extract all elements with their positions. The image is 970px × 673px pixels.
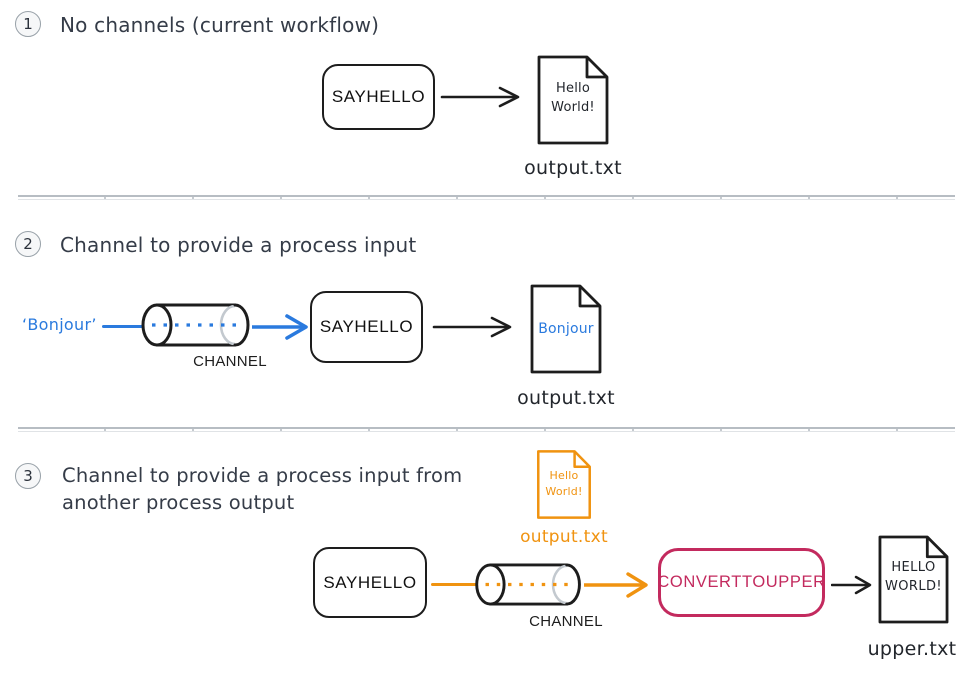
doc-line: Hello (556, 81, 590, 96)
step2-output-doc-icon: Bonjour (529, 283, 603, 375)
section-divider (18, 427, 955, 432)
step3-badge: 3 (15, 463, 41, 489)
step3-converttoupper-process: CONVERTTOUPPER (657, 548, 826, 617)
step3-intermediate-doc-icon: Hello World! (536, 449, 592, 520)
step1-arrow-icon (440, 86, 520, 108)
step3-output-doc-icon: HELLO WORLD! (877, 534, 950, 625)
process-label: SAYHELLO (331, 87, 426, 106)
step2-output-doc-label: output.txt (517, 387, 615, 409)
step3-sayhello-process: SAYHELLO (313, 547, 427, 618)
step3-channel-cylinder (475, 563, 581, 606)
step3-output-doc-label: upper.txt (867, 638, 957, 660)
doc-line: Hello (549, 469, 579, 482)
step2-sayhello-process: SAYHELLO (310, 291, 423, 363)
process-label: CONVERTTOUPPER (657, 573, 826, 591)
step1-output-doc-icon: Hello World! (536, 54, 610, 146)
step2-input-literal: ‘Bonjour’ (22, 315, 97, 334)
step3-orange-arrow-icon (584, 572, 648, 598)
step2-blue-arrow-icon (252, 314, 308, 340)
doc-line: World! (545, 484, 583, 498)
step2-title: Channel to provide a process input (60, 233, 417, 257)
section-divider (18, 195, 955, 200)
step3-title-line1: Channel to provide a process input from (62, 464, 463, 487)
step2-channel-cylinder (141, 303, 250, 347)
step2-input-line (102, 325, 164, 329)
step1-output-doc-label: output.txt (524, 157, 622, 179)
doc-line: Bonjour (538, 321, 594, 337)
step3-arrow-icon (831, 575, 872, 595)
step1-title: No channels (current workflow) (60, 13, 380, 37)
doc-line: World! (551, 99, 595, 115)
step1-sayhello-process: SAYHELLO (322, 64, 435, 130)
process-label: SAYHELLO (323, 572, 417, 592)
step3-channel-label: CHANNEL (529, 613, 603, 630)
step3-intermediate-doc-label: output.txt (520, 527, 608, 547)
process-label: SAYHELLO (319, 317, 414, 336)
step1-badge: 1 (15, 11, 41, 37)
step3-title-line2: another process output (62, 491, 295, 514)
step2-arrow-icon (432, 316, 512, 338)
doc-line: HELLO (891, 560, 936, 575)
doc-line: WORLD! (885, 578, 942, 594)
step2-badge: 2 (15, 231, 41, 257)
step3-orange-line (431, 583, 497, 586)
step2-channel-label: CHANNEL (193, 353, 267, 370)
